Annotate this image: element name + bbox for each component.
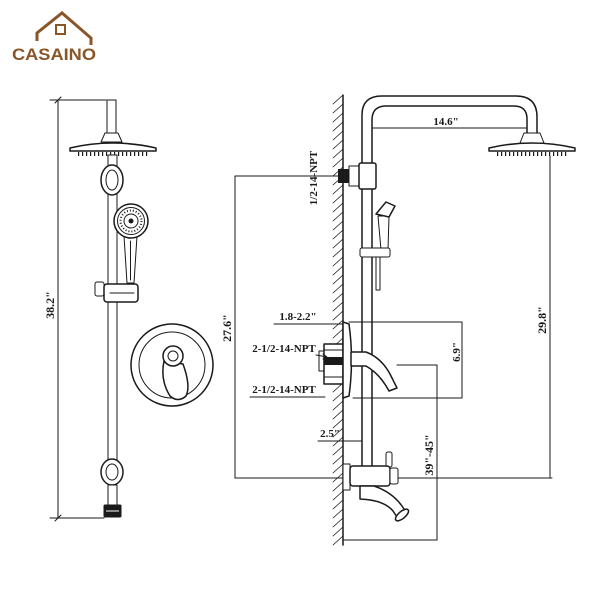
left-side-view: 38.2" — [43, 96, 157, 522]
logo-window-icon — [55, 24, 66, 35]
diverter-pin — [385, 451, 393, 468]
diverter-end-cap — [389, 467, 399, 485]
upper-wall-bracket-inner — [105, 169, 119, 191]
riser-arm-outer-edge — [361, 95, 538, 467]
riser-clamp — [358, 162, 377, 190]
valve-lever-handle-side — [350, 351, 398, 392]
plate-depth-dim-label: 1.8-2.2" — [279, 311, 316, 323]
valve-height-dim-label: 39"-45" — [422, 434, 436, 475]
hand-shower — [113, 203, 149, 284]
hand-shower-nozzle-ring — [119, 209, 143, 233]
upper-wall-bracket — [100, 164, 124, 196]
hand-shower-face-ring — [117, 207, 145, 235]
rain-showerhead-plate — [69, 142, 157, 152]
hand-shower-slide-bar — [375, 256, 381, 291]
trim-plate-profile — [342, 321, 353, 399]
plate-height-dim-label: 6.9" — [451, 342, 463, 362]
inlet-height-dim-label: 27.6" — [220, 314, 234, 342]
diverter-body — [349, 465, 391, 487]
logo-wordmark: CASAINO — [12, 45, 96, 64]
hand-shower-side-head — [375, 201, 396, 218]
valve-trim-front-view — [130, 323, 214, 407]
trim-lever-hub — [162, 345, 184, 367]
lower-wall-bracket-inner — [105, 463, 119, 481]
brand-logo: CASAINO — [12, 11, 96, 64]
hand-shower-side-holder — [359, 247, 391, 258]
diverter-wall-flange — [342, 463, 351, 491]
head-height-dim-label: 29.8" — [535, 306, 549, 334]
trim-lever-hub-cap — [167, 350, 179, 362]
shower-arm-pipe — [106, 99, 117, 135]
hose-outlet — [107, 484, 118, 506]
trim-lever-handle — [162, 360, 189, 401]
lower-wall-bracket — [100, 458, 124, 486]
slide-bar-rail — [107, 154, 118, 466]
hand-shower-face-center — [128, 218, 134, 224]
slider-knob — [94, 281, 105, 297]
wall-inlet-nipple — [338, 169, 349, 183]
valve-outlet-thread-label: 2-1/2-14-NPT — [252, 384, 316, 396]
wall-inlet-thread-label: 1/2-14-NPT — [308, 150, 320, 205]
hand-shower-face-inner — [123, 213, 139, 229]
valve-inlet-thread-label: 2-1/2-14-NPT — [252, 343, 316, 355]
tub-spout-tip — [394, 508, 410, 522]
height-dim-ticks — [54, 96, 62, 522]
height-dim-label: 38.2" — [43, 291, 57, 319]
spout-offset-dim-label: 2.5" — [320, 428, 340, 440]
rain-showerhead-neck — [100, 132, 123, 143]
rain-showerhead-plate-side — [488, 142, 576, 152]
riser-arm-inner-edge — [371, 105, 528, 467]
valve-body-cross-bar — [324, 357, 343, 365]
rain-showerhead-neck-side — [519, 132, 545, 144]
right-side-view: 14.6" 29.8" 1/2-14-NPT 27.6" 1.8-2.2" — [220, 94, 576, 546]
arm-length-dim-label: 14.6" — [433, 116, 458, 128]
logo-house-roof-icon — [35, 11, 93, 45]
valve-inlet-leader-arrow — [315, 353, 328, 360]
